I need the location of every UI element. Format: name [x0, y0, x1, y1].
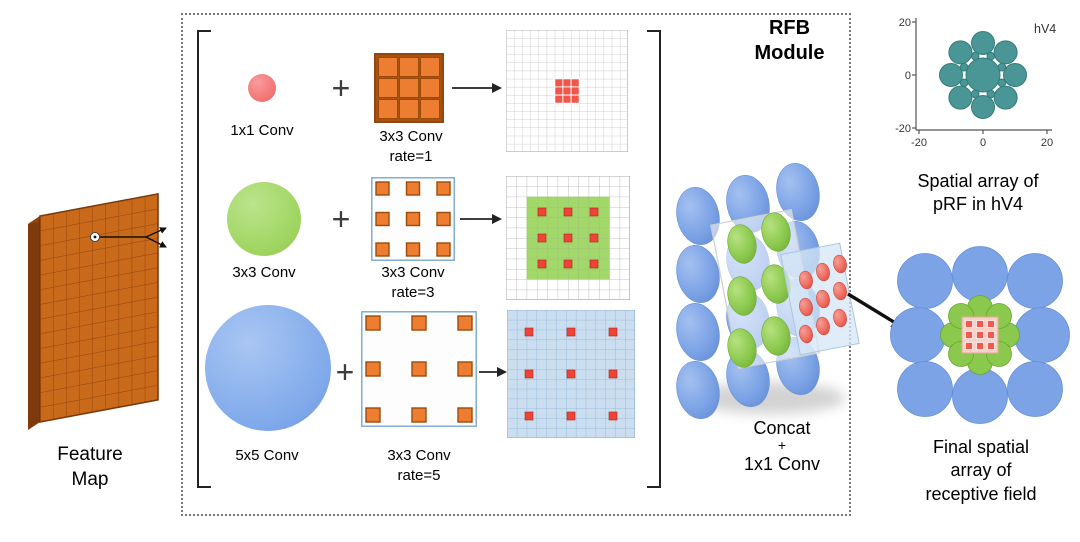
final-array-graphic [890, 246, 1070, 424]
final-caption-line3: receptive field [925, 483, 1037, 504]
plus-sign: + [335, 354, 355, 390]
y-tick-neg20: -20 [895, 123, 911, 135]
x-tick-0: 0 [980, 137, 986, 149]
prf-caption-line2: pRF in hV4 [932, 194, 1024, 215]
rfb-module-title: RFB Module [737, 16, 842, 66]
rfb-title-line1: RFB [768, 17, 811, 39]
flow-arrow-icon [847, 292, 904, 329]
conv-3x3-label: 3x3 Conv [232, 264, 296, 281]
feature-map-label-line1: Feature [57, 444, 123, 465]
kernel-rate3-label-line2: rate=3 [391, 283, 435, 301]
receptive-grid-rate1 [506, 30, 628, 152]
conv-1x1-circle [248, 74, 276, 102]
concat-line2: + [777, 437, 787, 454]
kernel-rate5-label: 3x3 Conv rate=5 [374, 446, 464, 486]
conv-1x1-label: 1x1 Conv [230, 122, 294, 139]
final-array-caption: Final spatial array of receptive field [892, 436, 1070, 506]
left-bracket [197, 30, 211, 488]
hv4-label: hV4 [1034, 22, 1056, 36]
rfb-title-line2: Module [754, 42, 825, 64]
concat-line1: Concat [753, 418, 811, 438]
dilated-red-taps [524, 327, 618, 421]
x-tick-20: 20 [1041, 137, 1053, 149]
y-tick-0: 0 [905, 70, 911, 82]
green-field-ellipses [727, 212, 791, 368]
feature-map-label-line2: Map [71, 468, 109, 490]
feature-map-side-face [28, 216, 40, 430]
kernel-3x3-rate1-graphic [374, 53, 444, 123]
kernel-rate3-label-line1: 3x3 Conv [381, 264, 445, 281]
x-tick-neg20: -20 [911, 137, 927, 149]
right-arrow-icon [452, 83, 502, 93]
red-field-ellipses [799, 254, 847, 344]
plus-sign: + [331, 70, 351, 106]
kernel-rate5-label-line1: 3x3 Conv [387, 447, 451, 464]
feature-map-front-face [39, 193, 159, 423]
dilated-red-taps [537, 207, 599, 269]
kernel-rate1-label: 3x3 Conv rate=1 [366, 127, 456, 167]
kernel-3x3-rate5-graphic [361, 311, 477, 427]
right-bracket [647, 30, 661, 488]
center-red-cells [554, 78, 580, 104]
right-arrow-icon [479, 367, 507, 377]
final-red-dots [965, 320, 995, 350]
final-caption-line2: array of [950, 460, 1012, 481]
feature-map-graphic [28, 193, 167, 430]
prf-axes [912, 18, 1052, 134]
conv-5x5-label: 5x5 Conv [235, 447, 299, 464]
prf-caption-line1: Spatial array of [917, 171, 1039, 191]
final-blue-circles [890, 246, 1070, 424]
kernel-rate1-label-line1: 3x3 Conv [379, 128, 443, 145]
feature-map-label: Feature Map [25, 443, 155, 492]
concat-label: Concat + 1x1 Conv [712, 418, 852, 474]
conv-5x5-circle [205, 305, 331, 431]
sample-point-dot [93, 235, 97, 239]
fork-arrows-icon [100, 227, 167, 248]
prf-circles [939, 31, 1027, 119]
kernel-rate3-label: 3x3 Conv rate=3 [368, 263, 458, 303]
final-caption-line1: Final spatial [932, 437, 1030, 457]
conv-3x3-circle [227, 182, 301, 256]
kernel-rate5-label-line2: rate=5 [397, 466, 441, 484]
kernel-rate1-label-line2: rate=1 [389, 147, 433, 165]
receptive-grid-rate5 [507, 310, 635, 438]
y-tick-20: 20 [899, 17, 911, 29]
kernel-3x3-rate3-graphic [371, 177, 455, 261]
concat-receptive-cluster [676, 162, 860, 420]
prf-plot: 20 0 -20 -20 0 20 hV4 [895, 17, 1056, 149]
right-arrow-icon [460, 214, 502, 224]
receptive-grid-rate3 [506, 176, 630, 300]
concat-line3: 1x1 Conv [743, 453, 821, 474]
prf-caption: Spatial array of pRF in hV4 [888, 170, 1068, 217]
rfb-module-dashed-box [181, 13, 851, 516]
plus-sign: + [331, 201, 351, 237]
